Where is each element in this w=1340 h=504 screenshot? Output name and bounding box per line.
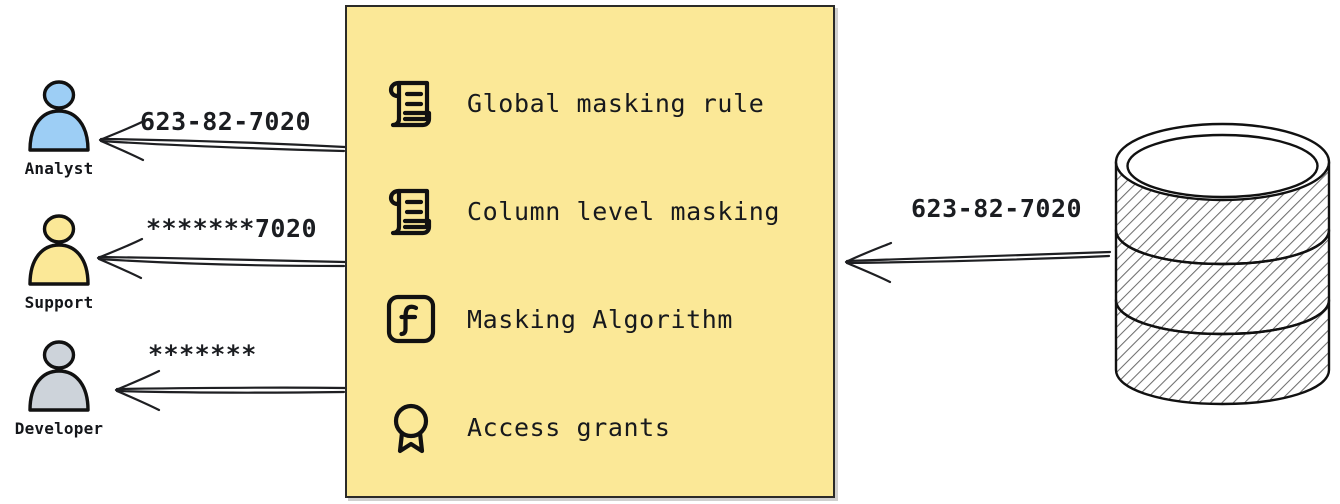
policy-item-global-masking-rule[interactable]: Global masking rule (383, 51, 833, 155)
person-icon (28, 80, 90, 152)
actor-label: Support (24, 293, 94, 312)
actor-label: Analyst (24, 159, 94, 178)
actor-analyst[interactable]: Analyst (4, 78, 114, 178)
award-icon (393, 403, 429, 454)
arrow-to-support (96, 237, 347, 280)
flow-value-source: 623-82-7020 (911, 194, 1083, 223)
policy-item-label: Masking Algorithm (467, 304, 734, 334)
policy-item-label: Column level masking (467, 196, 781, 226)
policy-item-access-grants[interactable]: Access grants (383, 375, 833, 479)
actor-label: Developer (14, 419, 104, 438)
flow-value-developer: ******* (148, 340, 257, 369)
person-icon (28, 214, 90, 286)
actor-developer[interactable]: Developer (4, 338, 114, 438)
policy-list: Global masking rule Column level masking (347, 7, 833, 496)
actor-support[interactable]: Support (4, 212, 114, 312)
policy-item-column-level-masking[interactable]: Column level masking (383, 159, 833, 263)
arrow-to-analyst (98, 119, 347, 162)
scroll-icon (388, 188, 432, 236)
database-cylinder-icon (1114, 122, 1331, 406)
arrow-to-developer (114, 369, 347, 412)
arrow-db-to-panel (844, 241, 1112, 284)
policy-panel: Global masking rule Column level masking (345, 5, 835, 498)
policy-item-label: Global masking rule (467, 88, 765, 118)
function-box-icon (386, 294, 436, 344)
person-icon (28, 340, 90, 412)
flow-value-support: *******7020 (146, 214, 318, 243)
scroll-icon (388, 80, 432, 128)
policy-item-label: Access grants (467, 412, 671, 442)
policy-item-masking-algorithm[interactable]: Masking Algorithm (383, 267, 833, 371)
flow-value-analyst: 623-82-7020 (140, 107, 312, 136)
